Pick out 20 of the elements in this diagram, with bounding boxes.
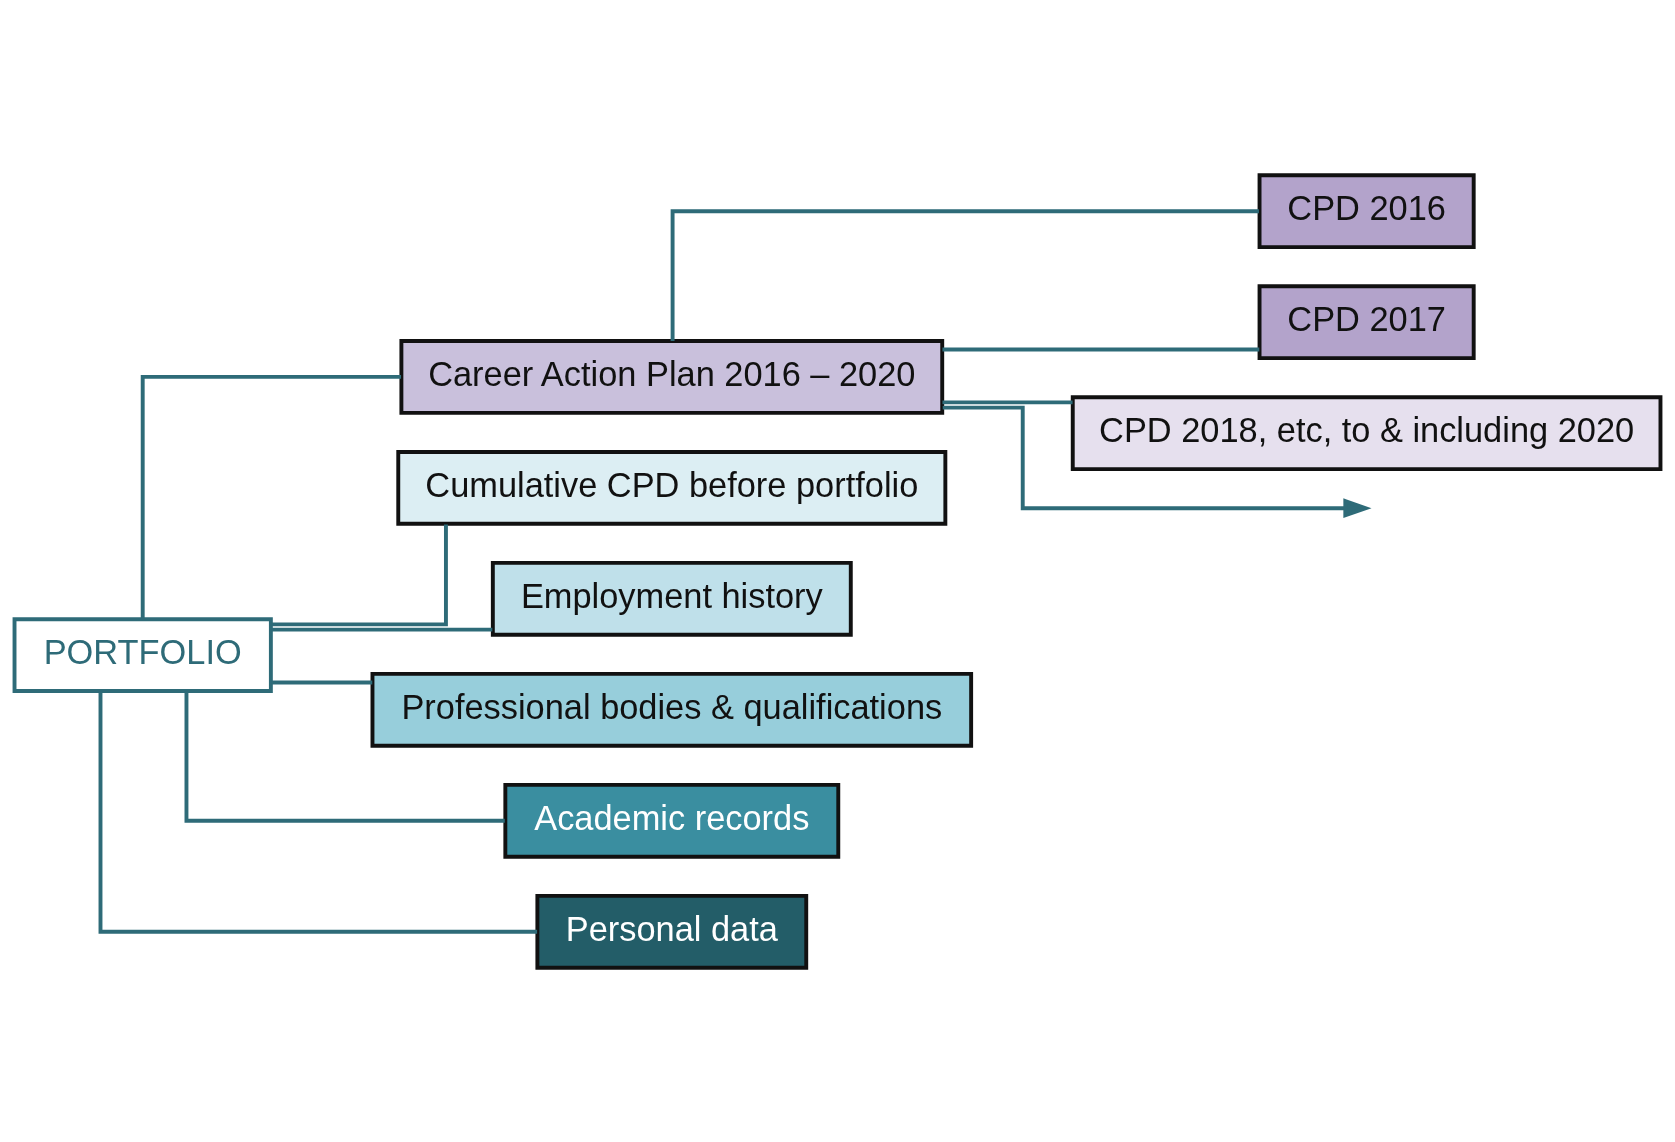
- node-box: CPD 2016: [1257, 172, 1476, 249]
- node-box: Cumulative CPD before portfolio: [396, 449, 948, 526]
- connector: [271, 627, 493, 632]
- connector: [271, 523, 448, 626]
- connector: [140, 374, 402, 619]
- connector: [184, 690, 505, 823]
- node-box: Employment history: [490, 560, 853, 637]
- node-box: Academic records: [503, 782, 841, 859]
- connector: [670, 208, 1259, 341]
- connector: [98, 690, 538, 934]
- connector: [942, 347, 1260, 351]
- connector: [942, 399, 1073, 404]
- node-box: CPD 2018, etc, to & including 2020: [1070, 394, 1663, 471]
- node-box: CPD 2017: [1257, 283, 1476, 360]
- node-box: Professional bodies & qualifications: [370, 671, 974, 748]
- node-box: Personal data: [535, 893, 809, 970]
- node-box: PORTFOLIO: [12, 616, 273, 693]
- connector: [271, 680, 373, 684]
- node-box: Career Action Plan 2016 – 2020: [399, 338, 945, 415]
- arrow: [942, 405, 1372, 518]
